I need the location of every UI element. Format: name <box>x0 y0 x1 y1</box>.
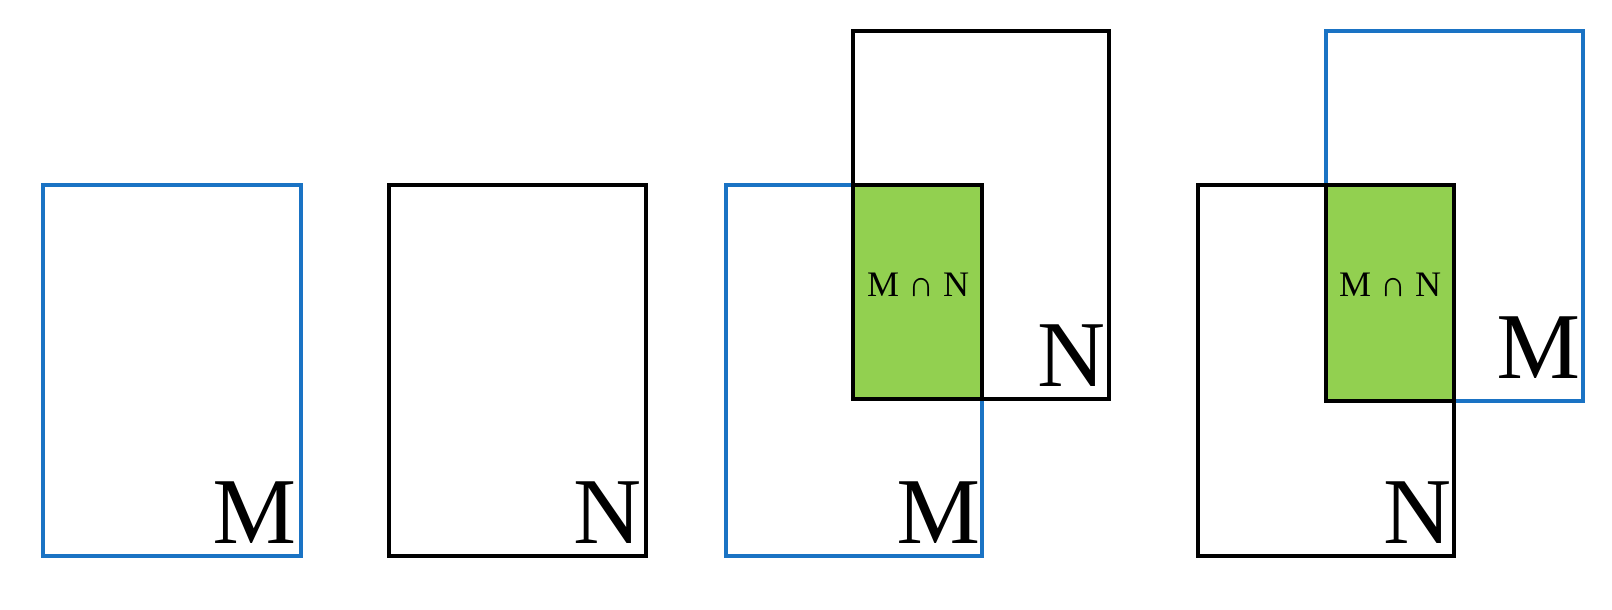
intersection-outline <box>851 183 984 401</box>
intersection-outline <box>1324 183 1456 403</box>
intersection-label: M ∩ N <box>867 264 969 304</box>
set-n-label: N <box>573 460 641 564</box>
intersection-region <box>853 185 982 399</box>
panel-set-n: N <box>387 183 648 564</box>
panel-m-over-n: M ∩ N M N <box>1196 29 1585 564</box>
set-m-label: M <box>212 460 296 564</box>
panel-n-over-m: M ∩ N N M <box>724 29 1111 564</box>
intersection-label: M ∩ N <box>1339 264 1441 304</box>
set-n-rectangle <box>387 183 648 558</box>
set-m-label: M <box>896 460 980 564</box>
set-n-label: N <box>1383 460 1451 564</box>
panel-set-m: M <box>41 183 303 564</box>
set-m-label: M <box>1496 295 1580 399</box>
intersection-region <box>1326 185 1454 401</box>
set-n-label: N <box>1037 303 1105 407</box>
set-m-rectangle <box>41 183 303 558</box>
